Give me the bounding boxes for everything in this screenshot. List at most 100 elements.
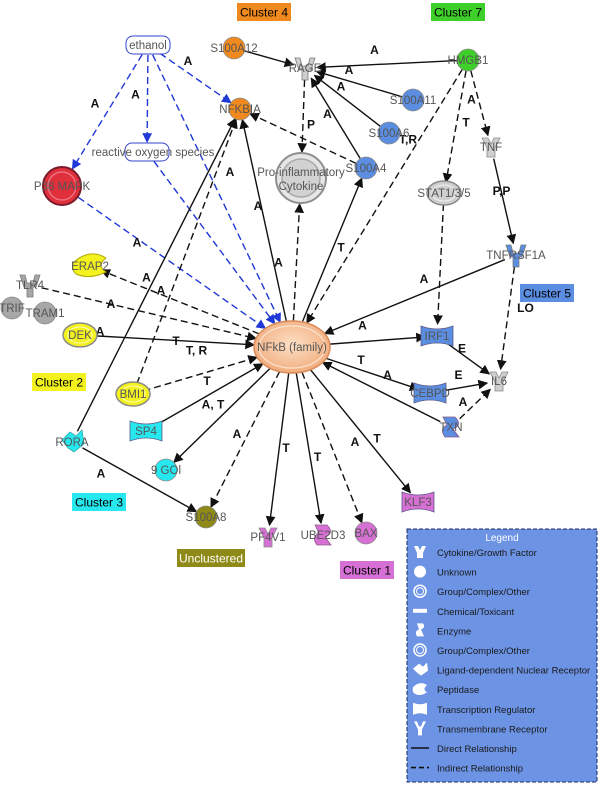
node-tlr4[interactable]: TLR4 [16,274,45,298]
cytokine-icon [414,546,426,558]
edge-label-hmgb1-tnf: A [467,93,476,107]
node-rora[interactable]: RORA [55,429,89,453]
node-label-cebpd: CEBPD [410,388,450,400]
node-s100a4[interactable]: S100A4 [346,156,388,180]
legend-item-label: Group/Complex/Other [437,587,530,598]
legend-item-label: Direct Relationship [437,744,517,755]
group-icon [413,643,427,657]
node-label-il6: IL6 [491,376,507,388]
edge-label-nfkb-pf4v1: T [282,441,290,455]
edge-nfkb-s100a4 [301,177,363,323]
cluster-label-c2: Cluster 2 [32,373,86,391]
legend-item-label: Peptidase [437,685,479,696]
node-nfkbia[interactable]: NFKBIA [219,97,261,121]
node-ube2d3[interactable]: UBE2D3 [301,524,346,546]
svg-text:Cluster 3: Cluster 3 [75,496,123,510]
edge-hmgb1-rage [316,59,458,72]
node-sp4[interactable]: SP4 [129,420,163,442]
legend-item-label: Ligand-dependent Nuclear Receptor [437,666,590,677]
legend-item: Group/Complex/Other [413,584,530,598]
node-il6[interactable]: IL6 [489,371,509,392]
edge-s100a4-nfkbia [249,112,357,164]
edge-label-nfkb-pic: A [274,256,283,270]
legend-item-label: Transmembrane Receptor [437,724,548,735]
node-cebpd[interactable]: CEBPD [410,382,450,404]
node-label-s100a6: S100A6 [369,128,410,140]
edge-txn-il6 [459,388,492,420]
node-hmgb1[interactable]: HMGB1 [448,48,489,72]
edge-label-bmi1-nfkb: T, R [186,344,208,358]
node-bmi1[interactable]: BMI1 [115,381,151,407]
node-nfkb[interactable]: NFkB (family) [253,320,331,374]
edge-label-hmgb1-rage: A [370,43,379,57]
node-bax[interactable]: BAX [354,521,378,545]
chemical-icon [413,608,427,613]
node-erap2[interactable]: ERAP2 [71,253,109,278]
legend-item: Group/Complex/Other [413,643,530,657]
edge-dek-nfkb [90,334,256,350]
edge-label-hmgb1-nfkb: T,R [399,133,417,147]
cluster-label-c7: Cluster 7 [431,3,485,21]
edge-s100a12-rage [244,50,295,68]
node-tnf[interactable]: TNF [480,137,502,158]
node-s100a6[interactable]: S100A6 [369,121,410,145]
node-label-irf1: IRF1 [425,331,450,343]
legend-item: Transcription Regulator [413,702,535,716]
node-pf4v1[interactable]: PF4V1 [250,527,286,548]
node-trif[interactable]: TRIF [0,296,25,320]
edge-label-p38-nfkb: A [133,236,142,250]
node-label-ube2d3: UBE2D3 [301,530,346,542]
node-p38[interactable]: P38 MAPK [34,166,91,206]
edge-cebpd-il6 [441,379,489,392]
svg-text:Unclustered: Unclustered [179,552,243,566]
node-tnfrsf1a[interactable]: TNFRSF1A [486,244,546,268]
legend-item-label: Unknown [437,568,477,579]
node-label-s100a11: S100A11 [390,95,436,107]
edge-label-nfkb-nfkbia: A [254,199,263,213]
node-label-rage: RAGE [289,63,322,75]
node-stat[interactable]: STAT1/3/5 [417,180,471,206]
node-gol[interactable]: 9 GOl [151,458,181,482]
legend-item: Transmembrane Receptor [414,721,548,736]
ligand-receptor-icon [413,662,428,676]
node-s100a12[interactable]: S100A12 [210,36,258,60]
node-ros[interactable]: reactive oxygen species [92,142,215,162]
edge-label-ethanol-ros: A [131,88,140,102]
legend-item-label: Chemical/Toxicant [437,607,514,618]
transcription-regulator-icon [413,702,427,715]
edge-tnfrsf1a-nfkb [323,258,506,335]
node-klf3[interactable]: KLF3 [401,491,435,513]
node-label-tram1: TRAM1 [26,308,65,320]
peptidase-icon [412,683,427,695]
edge-stat-irf1 [433,203,445,325]
node-s100a11[interactable]: S100A11 [390,88,436,112]
edge-ethanol-ros [142,54,153,143]
node-label-rora: RORA [55,437,89,449]
edge-nfkb-irf1 [329,332,427,345]
edge-label-txn-il6: A [459,395,468,409]
edge-txn-nfkb [321,361,441,423]
node-label-nfkbia: NFKBIA [219,104,261,116]
edge-label-s100a6-rage: A [337,80,346,94]
edge-nfkb-nfkbia [239,118,288,322]
node-label-ros: reactive oxygen species [92,147,215,159]
node-irf1[interactable]: IRF1 [420,325,454,347]
node-ethanol[interactable]: ethanol [125,35,171,55]
node-dek[interactable]: DEK [62,322,98,348]
edge-label-tnfrsf1a-nfkb: A [420,272,429,286]
edge-nfkb-klf3 [309,369,412,494]
node-rage[interactable]: RAGE [289,57,322,81]
edge-p38-nfkb [77,196,267,329]
node-s100a8[interactable]: S100A8 [186,505,227,529]
node-tram1[interactable]: TRAM1 [26,301,65,325]
edge-label-s100a4-nfkbia: P [307,118,315,132]
edge-label-tlr4-nfkb: A [107,297,116,311]
node-txn[interactable]: TXN [440,416,463,438]
edge-tnfrsf1a-il6 [496,266,516,371]
edge-label-nfkb-s100a4: T [337,241,345,255]
